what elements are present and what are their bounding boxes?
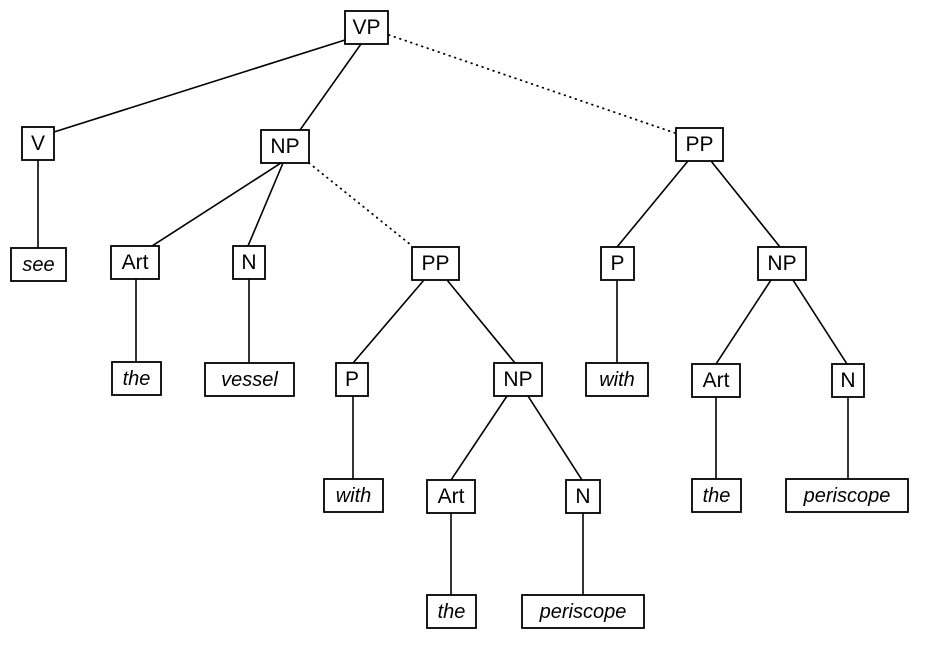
node-label-the_r: the	[703, 485, 731, 507]
category-node-n1: N	[232, 245, 266, 280]
tree-edge-np1-to-art1	[150, 161, 283, 248]
node-box-art1	[110, 245, 160, 280]
node-box-n_mid	[565, 479, 601, 514]
node-box-vessel	[204, 362, 295, 397]
node-box-p_mid	[335, 362, 369, 397]
node-box-periscope_r	[785, 478, 909, 513]
category-node-n_mid: N	[565, 479, 601, 514]
node-label-art1: Art	[122, 251, 149, 274]
node-box-art_right	[691, 363, 741, 398]
tree-edge-np_right-to-n_right	[791, 278, 849, 366]
node-box-vp	[344, 10, 389, 45]
node-box-n_right	[831, 363, 865, 398]
node-label-np_right: NP	[767, 252, 796, 275]
node-box-the1	[111, 361, 162, 396]
node-label-with_m: with	[336, 485, 372, 507]
category-node-np1: NP	[260, 129, 310, 164]
node-label-n_right: N	[840, 369, 855, 392]
node-box-with_m	[323, 478, 384, 513]
node-label-pp_mid: PP	[421, 252, 449, 275]
tree-edge-vp-to-np1	[298, 42, 363, 132]
tree-edge-vp-to-v	[52, 38, 347, 134]
tree-edge-np1-to-pp_mid	[308, 162, 412, 246]
node-label-art_right: Art	[703, 369, 730, 392]
category-node-np_right: NP	[757, 246, 807, 281]
terminal-node-vessel: vessel	[204, 362, 295, 397]
category-node-pp_mid: PP	[411, 246, 460, 281]
tree-edge-pp_mid-to-np_mid	[445, 278, 517, 365]
category-node-pp_right: PP	[675, 127, 724, 162]
node-label-np_mid: NP	[503, 368, 532, 391]
tree-edge-pp_right-to-p_right	[615, 159, 690, 249]
category-node-art1: Art	[110, 245, 160, 280]
node-label-vp: VP	[352, 16, 380, 39]
terminal-node-with_r: with	[585, 362, 649, 397]
node-box-with_r	[585, 362, 649, 397]
node-box-np1	[260, 129, 310, 164]
node-box-the_r	[691, 478, 742, 513]
tree-edge-pp_mid-to-p_mid	[351, 278, 426, 365]
node-label-the1: the	[123, 368, 151, 390]
node-label-p_right: P	[610, 252, 624, 275]
node-box-pp_right	[675, 127, 724, 162]
node-label-see: see	[22, 254, 54, 276]
node-label-periscope_m: periscope	[539, 601, 627, 623]
terminal-node-see: see	[10, 247, 67, 282]
terminal-node-with_m: with	[323, 478, 384, 513]
node-label-with_r: with	[599, 369, 635, 391]
category-node-p_right: P	[600, 246, 635, 281]
node-box-the_m	[426, 594, 477, 629]
node-label-n1: N	[241, 251, 256, 274]
node-box-np_mid	[493, 362, 543, 397]
terminal-node-the_m: the	[426, 594, 477, 629]
node-label-np1: NP	[270, 135, 299, 158]
edge-layer	[37, 34, 849, 596]
node-label-pp_right: PP	[685, 133, 713, 156]
terminal-node-the_r: the	[691, 478, 742, 513]
tree-edge-np_mid-to-art_mid	[449, 394, 509, 482]
node-label-p_mid: P	[345, 368, 359, 391]
node-label-art_mid: Art	[438, 485, 465, 508]
terminal-node-periscope_r: periscope	[785, 478, 909, 513]
tree-edge-vp-to-pp_right	[388, 34, 679, 135]
category-node-vp: VP	[344, 10, 389, 45]
tree-edge-np1-to-n1	[246, 161, 285, 248]
node-box-art_mid	[426, 479, 476, 514]
category-node-art_mid: Art	[426, 479, 476, 514]
node-box-v	[21, 126, 55, 161]
node-label-v: V	[31, 132, 45, 155]
node-box-n1	[232, 245, 266, 280]
category-node-p_mid: P	[335, 362, 369, 397]
category-node-n_right: N	[831, 363, 865, 398]
node-box-np_right	[757, 246, 807, 281]
node-box-periscope_m	[521, 594, 645, 629]
category-node-art_right: Art	[691, 363, 741, 398]
node-box-p_right	[600, 246, 635, 281]
terminal-node-periscope_m: periscope	[521, 594, 645, 629]
node-label-the_m: the	[438, 601, 466, 623]
terminal-node-the1: the	[111, 361, 162, 396]
node-label-n_mid: N	[575, 485, 590, 508]
category-node-v: V	[21, 126, 55, 161]
node-label-periscope_r: periscope	[803, 485, 891, 507]
category-node-np_mid: NP	[493, 362, 543, 397]
tree-edge-pp_right-to-np_right	[709, 159, 782, 249]
tree-edge-np_mid-to-n_mid	[526, 394, 584, 482]
tree-edge-np_right-to-art_right	[714, 278, 773, 366]
node-label-vessel: vessel	[221, 369, 278, 391]
node-box-see	[10, 247, 67, 282]
node-box-pp_mid	[411, 246, 460, 281]
